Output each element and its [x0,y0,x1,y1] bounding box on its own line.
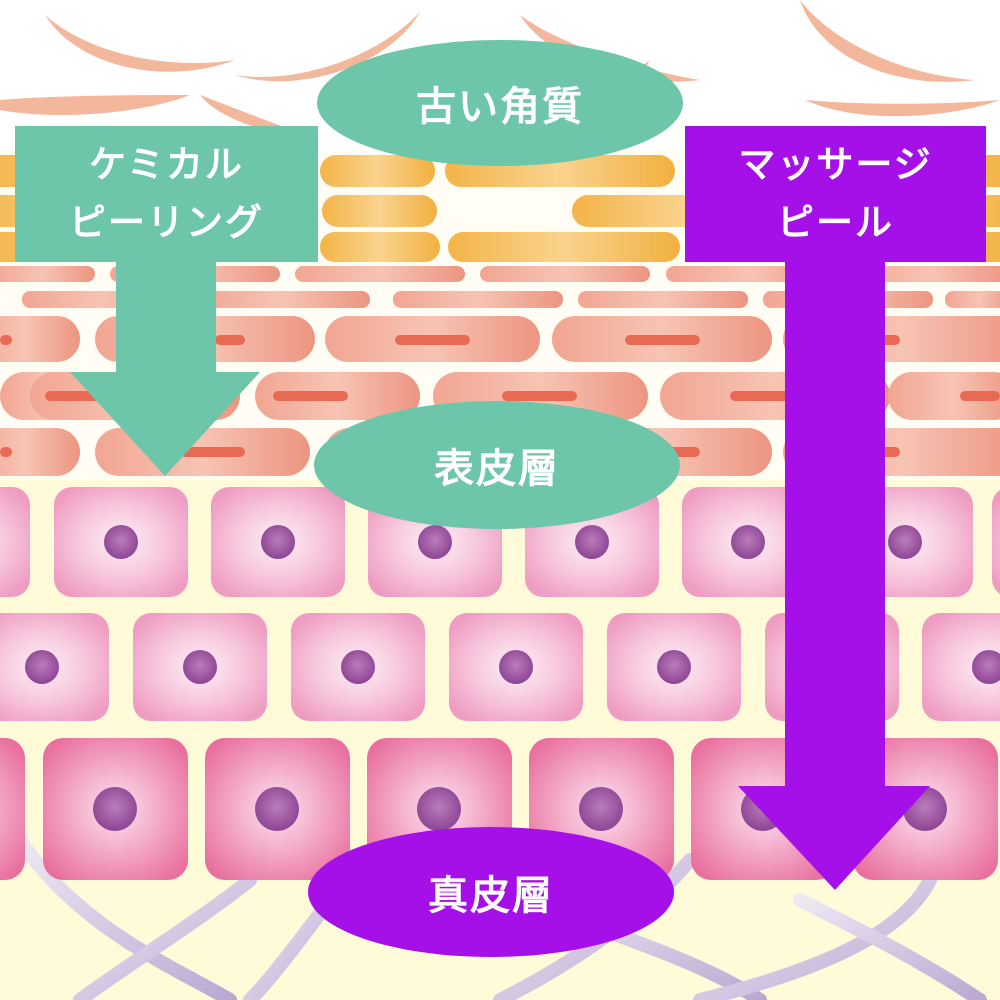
dermis-label: 真皮層 [308,827,674,957]
old-keratin-text: 古い角質 [416,84,584,130]
epidermis-text: 表皮層 [434,446,560,492]
massage-peel-arrow [738,262,930,890]
epidermis-label: 表皮層 [314,401,680,529]
chemical-peeling-line1: ケミカル [89,143,244,186]
massage-peel-line1: マッサージ [738,143,933,186]
chemical-peeling-label: ケミカル ピーリング [15,126,318,262]
dermis-text: 真皮層 [428,873,554,919]
old-keratin-label: 古い角質 [317,40,683,166]
chemical-peeling-line2: ピーリング [69,201,264,244]
chemical-peeling-arrow [70,262,260,476]
massage-peel-label: マッサージ ピール [685,126,986,262]
massage-peel-line2: ピール [777,201,894,244]
